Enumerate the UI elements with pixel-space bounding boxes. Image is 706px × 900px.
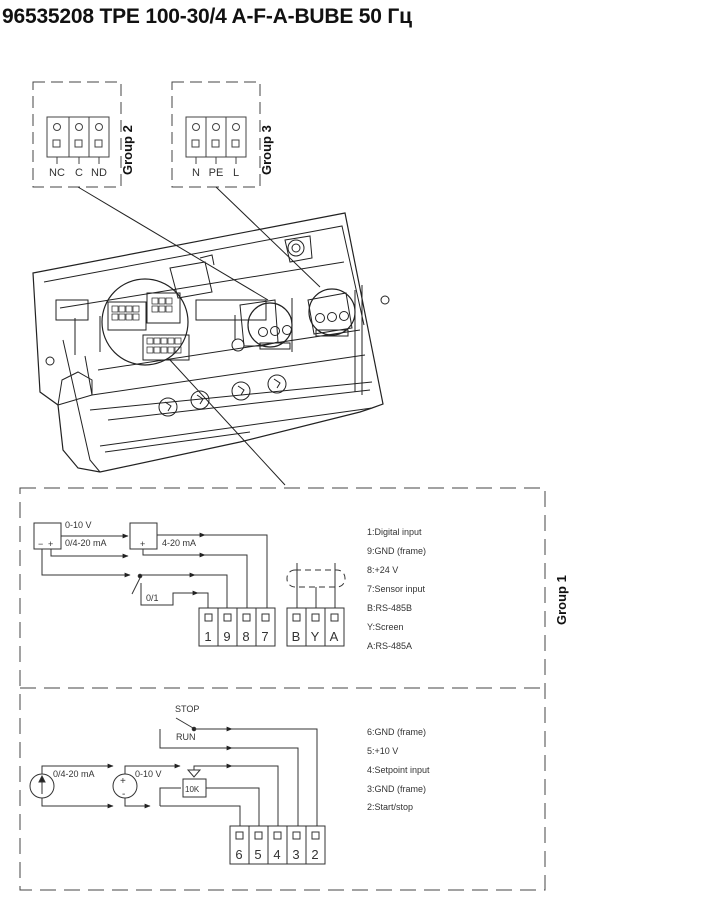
upper-legend: 1:Digital input 9:GND (frame) 8:+24 V 7:… — [367, 527, 426, 651]
legend-item: 2:Start/stop — [367, 802, 413, 812]
terminal-number: 3 — [292, 847, 299, 862]
voltage-source-label: 0-10 V — [135, 769, 162, 779]
group3-terminal-block — [185, 116, 247, 164]
lower-legend: 6:GND (frame) 5:+10 V 4:Setpoint input 3… — [367, 727, 430, 812]
current-source-label: 0/4-20 mA — [53, 769, 95, 779]
group3-panel: N PE L Group 3 — [171, 81, 274, 188]
terminal-letter: Y — [311, 629, 320, 644]
stop-label: STOP — [175, 704, 199, 714]
voltage-source-minus: - — [122, 789, 125, 800]
terminal-number: 7 — [261, 629, 268, 644]
group1-panel: Group 1 — [19, 487, 569, 891]
terminal-number: 6 — [235, 847, 242, 862]
source1-minus: − — [38, 539, 43, 549]
terminal-number: 5 — [254, 847, 261, 862]
leader-line-group2 — [77, 186, 269, 301]
legend-item: 3:GND (frame) — [367, 784, 426, 794]
sensor-plus: + — [140, 539, 145, 549]
terminal-box-illustration — [32, 186, 390, 486]
group2-terminal-block — [46, 116, 110, 164]
page-title: 96535208 TPE 100-30/4 A-F-A-BUBE 50 Гц — [2, 5, 412, 28]
voltage-source-plus: + — [120, 776, 126, 787]
source1-current-label: 0/4-20 mA — [65, 538, 107, 548]
legend-item: 1:Digital input — [367, 527, 422, 537]
terminal-label: ND — [91, 167, 107, 179]
leader-line-group3 — [215, 186, 321, 288]
legend-item: A:RS-485A — [367, 641, 412, 651]
group1-label: Group 1 — [554, 575, 569, 625]
potentiometer-label: 10K — [185, 785, 200, 794]
legend-item: 8:+24 V — [367, 565, 398, 575]
legend-item: 6:GND (frame) — [367, 727, 426, 737]
terminal-label: N — [192, 167, 200, 179]
upper-circuit — [33, 522, 346, 647]
legend-item: Y:Screen — [367, 622, 404, 632]
terminal-label: L — [233, 167, 239, 179]
run-label: RUN — [176, 732, 196, 742]
legend-item: B:RS-485B — [367, 603, 412, 613]
terminal-label: NC — [49, 167, 65, 179]
group2-label: Group 2 — [120, 125, 135, 175]
terminal-number: 2 — [311, 847, 318, 862]
legend-item: 9:GND (frame) — [367, 546, 426, 556]
terminal-label: PE — [209, 167, 224, 179]
legend-item: 7:Sensor input — [367, 584, 426, 594]
terminal-number: 1 — [204, 629, 211, 644]
source1-plus: + — [48, 539, 53, 549]
terminal-label: C — [75, 167, 83, 179]
switch-label: 0/1 — [146, 593, 159, 603]
terminal-letter: A — [330, 629, 339, 644]
terminal-number: 9 — [223, 629, 230, 644]
group3-label: Group 3 — [259, 125, 274, 175]
terminal-letter: B — [292, 629, 301, 644]
terminal-number: 8 — [242, 629, 249, 644]
source1-voltage-label: 0-10 V — [65, 520, 92, 530]
legend-item: 4:Setpoint input — [367, 765, 430, 775]
lower-circuit — [29, 717, 326, 865]
legend-item: 5:+10 V — [367, 746, 398, 756]
sensor-signal-label: 4-20 mA — [162, 538, 196, 548]
terminal-number: 4 — [273, 847, 280, 862]
group2-panel: NC C ND Group 2 — [32, 81, 135, 188]
